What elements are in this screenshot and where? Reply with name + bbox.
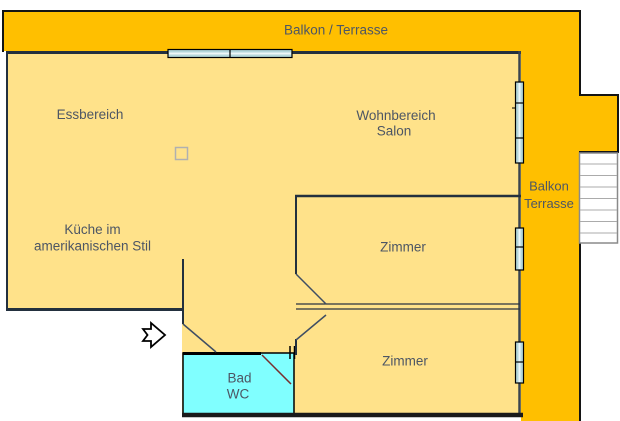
balcony-right-label-line2: Terrasse xyxy=(524,196,574,211)
window-right-middle xyxy=(514,227,525,271)
bedroom-lower-door-leaf xyxy=(295,314,327,341)
bedroom-upper-label: Zimmer xyxy=(380,240,426,255)
balcony-right-label-line1: Balkon xyxy=(529,179,569,194)
windows xyxy=(167,48,525,384)
living-area-label-line1: Wohnbereich xyxy=(356,108,435,123)
balcony-top-label: Balkon / Terrasse xyxy=(284,23,388,38)
pillar-symbol xyxy=(174,146,189,161)
bathroom xyxy=(182,346,296,416)
entrance-arrow-icon xyxy=(141,321,167,349)
kitchen-label-line1: Küche im xyxy=(64,222,120,237)
door-swings xyxy=(182,273,327,353)
bedroom-upper-door-leaf xyxy=(295,273,327,305)
bedroom-lower-label: Zimmer xyxy=(382,354,428,369)
bathroom-label-line1: Bad xyxy=(227,371,251,386)
balcony-outer-border xyxy=(2,10,619,421)
kitchen-label-line2: amerikanischen Stil xyxy=(34,239,151,254)
bathroom-door-leaf xyxy=(261,354,292,385)
balcony-terrace-area xyxy=(3,11,618,421)
bathroom-floor xyxy=(182,352,295,416)
living-area-label-line2: Salon xyxy=(377,124,412,139)
staircase xyxy=(578,152,619,244)
entrance-door-leaf xyxy=(182,323,217,353)
window-top xyxy=(167,48,293,59)
dining-area-label: Essbereich xyxy=(57,107,124,122)
bathroom-label-line2: WC xyxy=(227,387,250,402)
window-right-lower xyxy=(514,341,525,384)
window-right-upper xyxy=(512,81,525,164)
apartment-floor xyxy=(6,51,521,416)
